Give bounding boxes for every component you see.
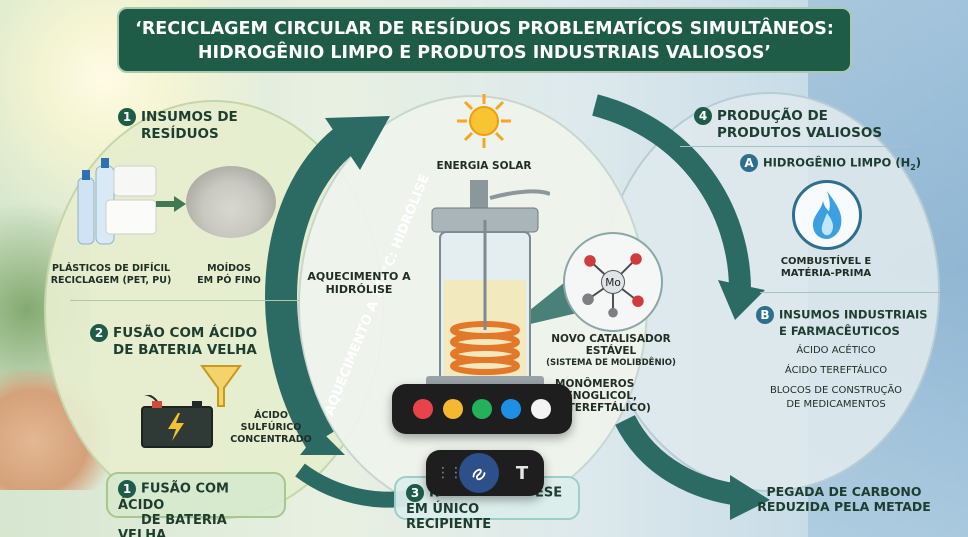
monomers-label-line-2: ILENOGLICOL, <box>555 390 638 402</box>
section-2-heading-line-2: DE BATERIA VELHA <box>113 342 257 358</box>
monomers-label-line-3: O TEREFTÁLICO) <box>555 402 651 414</box>
foam-blocks-icon <box>105 165 157 235</box>
bottom-step-1-line-1: FUSÃO COM ÁCIDO <box>118 481 229 513</box>
color-swatch-green[interactable] <box>471 399 492 419</box>
grind-arrow-icon <box>156 196 186 212</box>
catalyst-label-line-2: ESTÁVEL <box>585 345 637 357</box>
heating-label-line-1: AQUECIMENTO A <box>307 270 411 283</box>
color-swatch-blue[interactable] <box>501 399 522 419</box>
section-1-heading: 1 INSUMOS DE RESÍDUOS <box>118 108 238 142</box>
acid-label-line-1: ÁCIDO <box>254 410 288 421</box>
drag-handle-icon[interactable]: ⋮⋮ <box>436 465 463 481</box>
molybdenum-molecule-icon: Mo <box>582 253 644 318</box>
plastics-label-line-2: RECICLAGEM (PET, PU) <box>50 275 172 286</box>
industrial-products-list: ÁCIDO ACÉTICO ÁCIDO TEREFTÁLICO BLOCOS D… <box>756 344 916 412</box>
section-4-heading-line-2: PRODUTOS VALIOSOS <box>717 125 883 141</box>
industrial-heading-line-2: E FARMACÊUTICOS <box>779 324 900 338</box>
powder-label-line-1: MOÍDOS <box>207 263 251 274</box>
industrial-letter-badge: B <box>756 306 774 324</box>
bottom-step-1-number: 1 <box>118 480 136 498</box>
section-4-heading: 4 PRODUÇÃO DE PRODUTOS VALIOSOS <box>694 107 882 141</box>
product-item: BLOCOS DE CONSTRUÇÃO <box>769 385 903 396</box>
section-1-heading-line-1: INSUMOS DE <box>141 109 238 125</box>
hydrogen-desc-line-1: COMBUSTÍVEL E <box>780 256 872 267</box>
plastics-label-line-1: PLÁSTICOS DE DIFÍCIL <box>51 263 171 274</box>
catalyst-molecule-icon: Mo <box>563 232 663 332</box>
sun-icon <box>457 94 511 148</box>
section-4b-divider <box>760 292 940 293</box>
section-4-heading-line-1: PRODUÇÃO DE <box>717 108 828 124</box>
powder-label: MOÍDOS EM PÓ FINO <box>184 263 274 287</box>
carbon-line-2: REDUZIDA PELA METADE <box>757 499 931 514</box>
product-item: DE MEDICAMENTOS <box>786 399 886 410</box>
powder-label-line-2: EM PÓ FINO <box>197 275 261 286</box>
bottom-step-1-line-2: DE BATERIA VELHA <box>118 513 227 537</box>
title-line-2: HIDROGÊNIO LIMPO E PRODUTOS INDUSTRIAIS … <box>197 43 772 63</box>
hydrogen-heading-close: ) <box>915 155 922 170</box>
color-swatch-white[interactable] <box>530 399 551 419</box>
page-title: ‘RECICLAGEM CIRCULAR DE RESÍDUOS PROBLEM… <box>117 7 852 73</box>
acid-label: ÁCIDO SULFÚRICO CONCENTRADO <box>226 410 316 446</box>
battery-icon <box>141 395 213 448</box>
reactor-vessel-icon <box>426 180 550 388</box>
bottom-step-3-line-2: EM ÚNICO RECIPIENTE <box>406 502 492 532</box>
catalyst-label-line-3: (SISTEMA DE MOLIBDÊNIO) <box>546 358 676 368</box>
section-2-heading-line-1: FUSÃO COM ÁCIDO <box>113 325 258 341</box>
hydrogen-heading: A HIDROGÊNIO LIMPO (H2) <box>740 154 921 176</box>
section-divider <box>70 300 300 301</box>
product-item: ÁCIDO TEREFTÁLICO <box>784 365 888 376</box>
catalyst-label-line-1: NOVO CATALISADOR <box>551 333 671 345</box>
monomers-label-line-1: MONÔMEROS <box>555 378 635 390</box>
heating-label-line-2: HIDRÓLISE <box>325 283 393 296</box>
color-swatch-red[interactable] <box>413 399 434 419</box>
hydrogen-desc-line-2: MATÉRIA-PRIMA <box>780 268 872 279</box>
flame-icon <box>813 191 842 239</box>
pen-tool-button[interactable] <box>459 453 499 493</box>
section-1-heading-line-2: RESÍDUOS <box>141 126 219 142</box>
section-2-number: 2 <box>90 324 108 342</box>
product-item: ÁCIDO ACÉTICO <box>796 345 876 356</box>
drawing-tool-toolbar: ⋮⋮ T <box>426 450 544 496</box>
color-swatch-yellow[interactable] <box>442 399 463 419</box>
powder-pile-icon <box>186 166 276 238</box>
hydrogen-letter-badge: A <box>740 154 758 172</box>
carbon-line-1: PEGADA DE CARBONO <box>766 484 922 499</box>
flame-badge <box>792 180 862 250</box>
catalyst-label: NOVO CATALISADOR ESTÁVEL (SISTEMA DE MOL… <box>546 333 676 369</box>
monomers-label: MONÔMEROS ILENOGLICOL, O TEREFTÁLICO) <box>555 378 665 414</box>
industrial-heading-line-1: INSUMOS INDUSTRIAIS <box>779 307 928 322</box>
industrial-heading: B INSUMOS INDUSTRIAIS E FARMACÊUTICOS <box>756 306 928 339</box>
hydrogen-subscript: 2 <box>910 162 916 172</box>
text-tool-button[interactable]: T <box>515 462 529 484</box>
molecule-symbol: Mo <box>605 277 621 289</box>
section-1-number: 1 <box>118 108 136 126</box>
section-4-divider <box>680 146 910 147</box>
hydrogen-desc: COMBUSTÍVEL E MATÉRIA-PRIMA <box>764 256 888 280</box>
bottom-step-3-number: 3 <box>406 484 424 502</box>
acid-label-line-3: CONCENTRADO <box>230 434 312 445</box>
section-2-heading: 2 FUSÃO COM ÁCIDO DE BATERIA VELHA <box>90 324 257 358</box>
title-line-1: ‘RECICLAGEM CIRCULAR DE RESÍDUOS PROBLEM… <box>135 19 834 39</box>
plastics-label: PLÁSTICOS DE DIFÍCIL RECICLAGEM (PET, PU… <box>46 263 176 287</box>
heating-label: AQUECIMENTO A HIDRÓLISE <box>306 270 412 296</box>
hydrogen-heading-text: HIDROGÊNIO LIMPO (H <box>763 155 911 170</box>
solar-energy-label: ENERGIA SOLAR <box>436 160 532 172</box>
color-picker-toolbar <box>392 384 572 434</box>
funnel-icon <box>200 365 242 407</box>
pen-scribble-icon <box>472 468 486 481</box>
section-4-number: 4 <box>694 107 712 125</box>
carbon-footprint-label: PEGADA DE CARBONO REDUZIDA PELA METADE <box>754 484 934 514</box>
acid-label-line-2: SULFÚRICO <box>240 422 302 433</box>
